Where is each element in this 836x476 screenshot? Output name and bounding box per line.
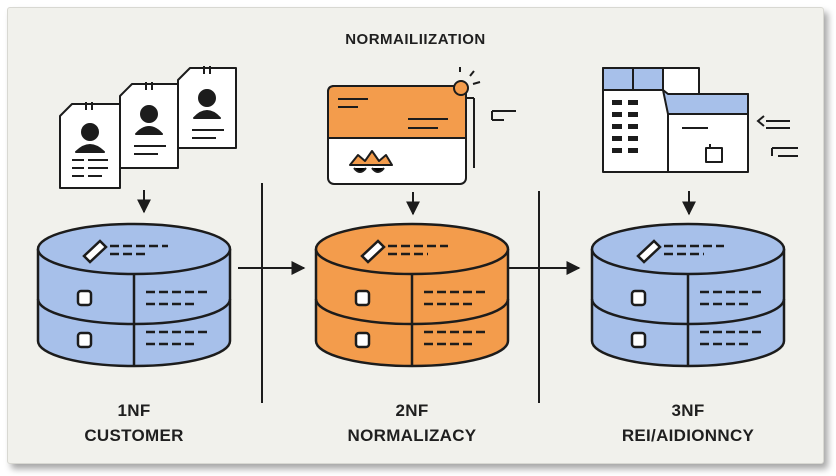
stage-3-form-label: 3NF: [671, 401, 705, 420]
diagram-title: NORMAILIIZATION: [345, 31, 486, 48]
stage-3-name-label: REI/AIDIONNCY: [621, 426, 755, 445]
invoice-window-icon: [327, 85, 475, 185]
sparkle-icon: [453, 67, 481, 96]
diagram-card: NORMAILIIZATION: [7, 7, 824, 464]
database-cylinder-2nf: [314, 222, 510, 368]
customer-cards-icon: [59, 66, 237, 189]
stage-2-form-label: 2NF: [395, 401, 429, 420]
database-cylinder-3nf: [590, 222, 786, 368]
stage-2-name-label: NORMALIZACY: [347, 426, 477, 445]
schema-table-icon: [602, 67, 749, 173]
database-cylinder-1nf: [36, 222, 232, 368]
dash-marks-icon: [491, 110, 516, 121]
dash-marks-icon-2: [756, 115, 798, 157]
diagram-canvas: [36, 66, 798, 403]
stage-1-form-label: 1NF: [117, 401, 151, 420]
stage-1-name-label: CUSTOMER: [84, 426, 184, 445]
